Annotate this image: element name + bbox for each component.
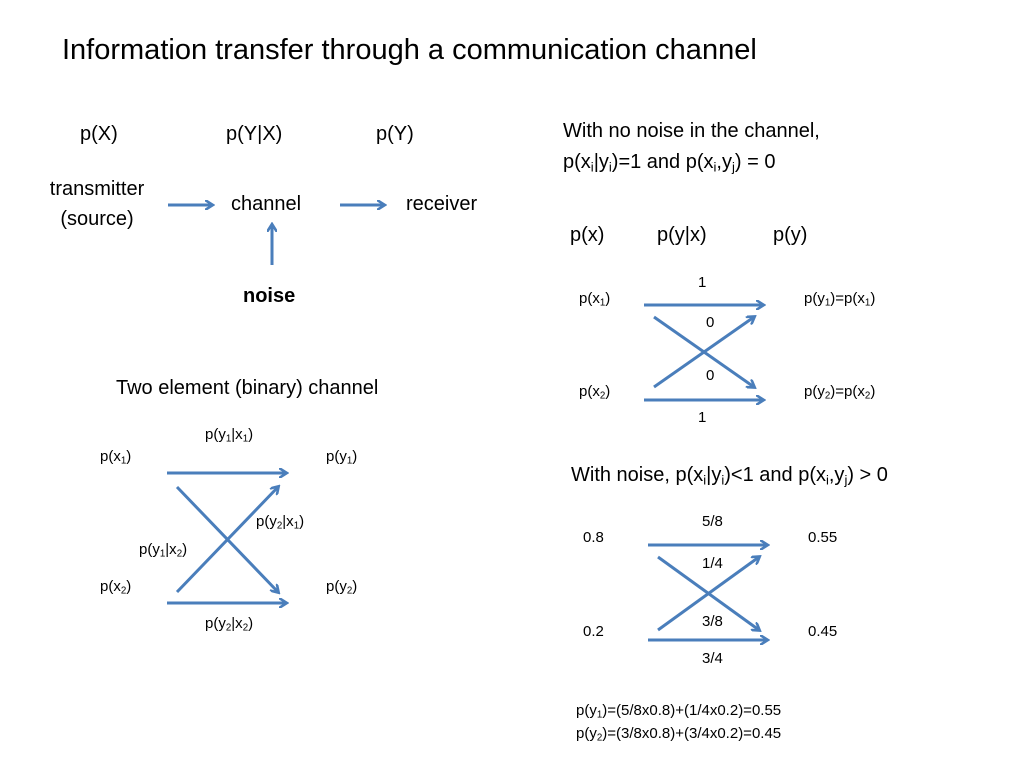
equation-py2: p(y2)=(3/8x0.8)+(3/4x0.2)=0.45: [576, 725, 782, 744]
noisy-weight-cross-2: 3/8: [702, 613, 723, 630]
noisy-weight-cross-1: 1/4: [702, 555, 723, 572]
label-px: p(X): [80, 123, 118, 145]
nn-weight-bottom: 1: [698, 409, 707, 426]
nn-py2: p(y2)=p(x2): [804, 383, 876, 402]
noisy-heading: With noise, p(xi|yi)<1 and p(xi,yj) > 0: [571, 464, 888, 488]
transmitter-label: transmitter: [49, 178, 145, 200]
binary-py1-given-x2: p(y1|x2): [139, 541, 188, 560]
binary-heading: Two element (binary) channel: [116, 377, 379, 399]
nn-py1: p(y1)=p(x1): [804, 290, 876, 309]
no-noise-line2: p(xi|yi)=1 and p(xi,yj) = 0: [563, 151, 776, 175]
label-pyx: p(Y|X): [226, 123, 283, 145]
nn-px1: p(x1): [579, 290, 611, 309]
nn-px2: p(x2): [579, 383, 611, 402]
binary-px2: p(x2): [100, 578, 132, 597]
nn-weight-cross-1: 0: [706, 314, 715, 331]
equation-py1: p(y1)=(5/8x0.8)+(1/4x0.2)=0.55: [576, 702, 782, 721]
nn-header-px: p(x): [570, 224, 605, 246]
source-label: (source): [60, 208, 134, 230]
binary-py2: p(y2): [326, 578, 358, 597]
noisy-weight-bottom: 3/4: [702, 650, 723, 667]
nn-weight-top: 1: [698, 274, 707, 291]
arrow-x2-y1: [175, 487, 278, 594]
arrow-n-x2-y1: [657, 557, 759, 632]
channel-label: channel: [231, 193, 302, 215]
no-noise-line1: With no noise in the channel,: [563, 120, 820, 142]
binary-py2-given-x1: p(y2|x1): [256, 513, 305, 532]
noisy-input-1: 0.8: [583, 529, 604, 546]
binary-py2-given-x2: p(y2|x2): [205, 615, 254, 634]
nn-weight-cross-2: 0: [706, 367, 715, 384]
noisy-output-1: 0.55: [808, 529, 838, 546]
arrow-nn-x2-y1: [653, 317, 754, 389]
noisy-weight-top: 5/8: [702, 513, 723, 530]
binary-py1-given-x1: p(y1|x1): [205, 426, 254, 445]
page-title: Information transfer through a communica…: [62, 34, 757, 66]
binary-px1: p(x1): [100, 448, 132, 467]
binary-py1: p(y1): [326, 448, 358, 467]
label-py: p(Y): [376, 123, 414, 145]
receiver-label: receiver: [406, 193, 478, 215]
noisy-output-2: 0.45: [808, 623, 838, 640]
nn-header-py: p(y): [773, 224, 808, 246]
noise-label: noise: [243, 285, 296, 307]
noisy-input-2: 0.2: [583, 623, 604, 640]
nn-header-pyx: p(y|x): [657, 224, 707, 246]
